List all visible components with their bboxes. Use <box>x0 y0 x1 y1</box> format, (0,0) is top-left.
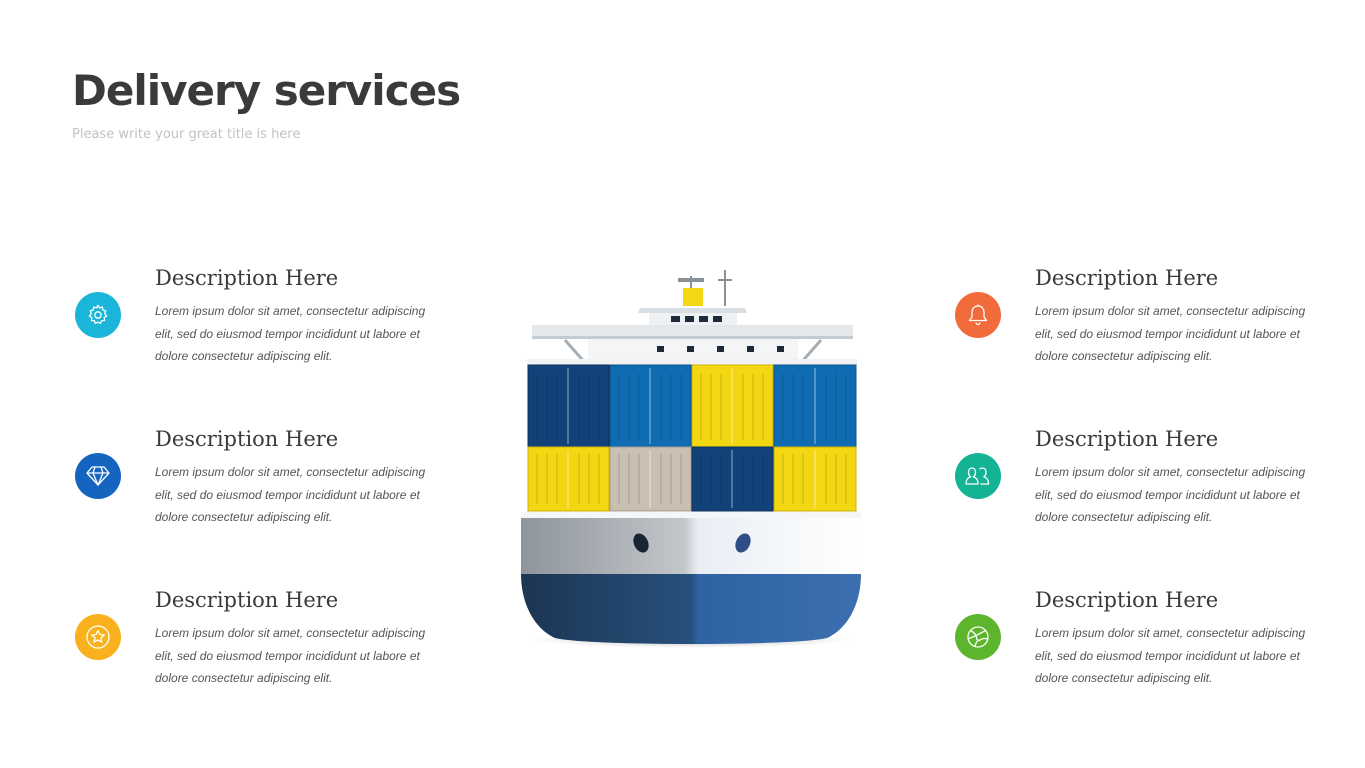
feature-item-5: Description Here Lorem ipsum dolor sit a… <box>955 427 1305 547</box>
feature-description: Lorem ipsum dolor sit amet, consectetur … <box>155 465 426 524</box>
users-icon <box>955 453 1001 499</box>
feature-heading: Description Here <box>1035 266 1219 290</box>
feature-description: Lorem ipsum dolor sit amet, consectetur … <box>155 626 426 685</box>
feature-heading: Description Here <box>1035 588 1219 612</box>
hull-upper <box>521 512 861 574</box>
funnel <box>683 288 703 306</box>
feature-item-4: Description Here Lorem ipsum dolor sit a… <box>955 266 1305 386</box>
feature-item-3: Description Here Lorem ipsum dolor sit a… <box>75 588 425 708</box>
feature-description: Lorem ipsum dolor sit amet, consectetur … <box>1035 626 1306 685</box>
diamond-icon <box>75 453 121 499</box>
porthole-left <box>633 533 649 553</box>
feature-item-6: Description Here Lorem ipsum dolor sit a… <box>955 588 1305 708</box>
cargo-ship-illustration <box>521 270 861 648</box>
bell-icon <box>955 292 1001 338</box>
container-stack-top <box>527 364 857 448</box>
page-title: Delivery services <box>72 66 461 115</box>
basketball-icon <box>955 614 1001 660</box>
container-stack-bottom <box>527 446 857 512</box>
feature-heading: Description Here <box>155 588 339 612</box>
hull-lower <box>521 574 861 644</box>
feature-description: Lorem ipsum dolor sit amet, consectetur … <box>1035 304 1306 363</box>
feature-description: Lorem ipsum dolor sit amet, consectetur … <box>1035 465 1306 524</box>
feature-item-2: Description Here Lorem ipsum dolor sit a… <box>75 427 425 547</box>
feature-description: Lorem ipsum dolor sit amet, consectetur … <box>155 304 426 363</box>
page-subtitle: Please write your great title is here <box>72 127 301 142</box>
feature-heading: Description Here <box>155 427 339 451</box>
porthole-right <box>735 533 751 553</box>
star-icon <box>75 614 121 660</box>
gear-icon <box>75 292 121 338</box>
feature-heading: Description Here <box>155 266 339 290</box>
feature-heading: Description Here <box>1035 427 1219 451</box>
feature-item-1: Description Here Lorem ipsum dolor sit a… <box>75 266 425 386</box>
